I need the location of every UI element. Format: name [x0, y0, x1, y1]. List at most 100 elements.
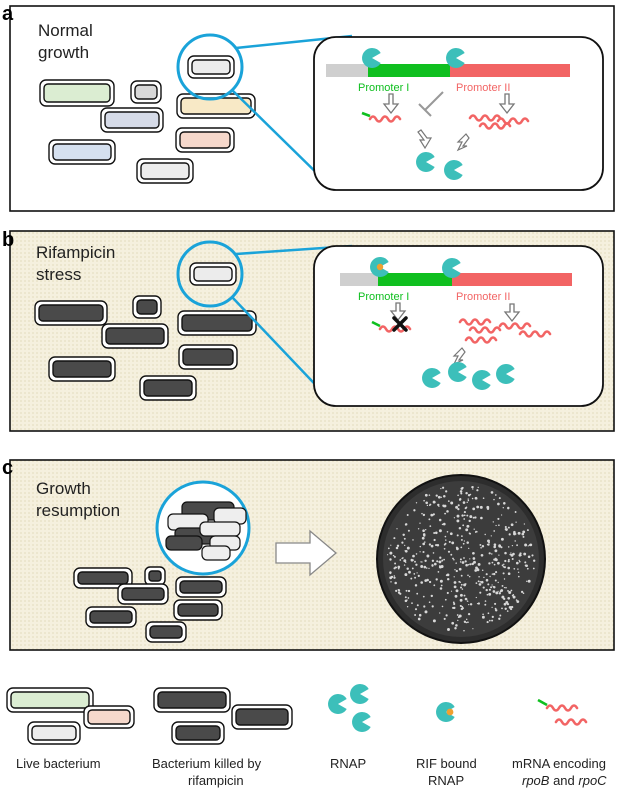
colony [454, 594, 458, 598]
colony [416, 592, 419, 595]
colony [450, 590, 453, 592]
colony [491, 561, 494, 564]
colony [462, 501, 466, 504]
colony [455, 589, 459, 593]
colony [484, 533, 486, 536]
colony [430, 594, 433, 598]
panel-b-killed-bacteria [34, 262, 257, 401]
colony [506, 610, 509, 612]
legend-killed-label-line2: rifampicin [188, 773, 244, 788]
colony [432, 552, 435, 554]
colony [415, 553, 418, 555]
colony [507, 590, 509, 592]
colony [449, 532, 453, 536]
colony [498, 524, 500, 527]
panel-c-zoom-bacteria [165, 501, 247, 561]
colony [522, 535, 525, 538]
colony [438, 529, 442, 533]
colony [514, 540, 516, 542]
legend-rif-bound-rnap-icon [436, 701, 455, 722]
colony [460, 487, 464, 490]
colony [443, 547, 446, 550]
colony [468, 603, 470, 606]
panel-a: a Normal growth Promoter I Promoter II [2, 3, 615, 212]
colony [500, 514, 503, 516]
colony [458, 580, 461, 583]
colony [533, 559, 536, 562]
colony [502, 507, 504, 509]
colony [402, 557, 404, 559]
colony [423, 605, 426, 608]
panel-a-letter: a [2, 3, 14, 25]
colony [422, 550, 425, 554]
colony [460, 538, 463, 541]
panel-a-bacteria [39, 55, 256, 184]
colony [464, 560, 467, 563]
colony [456, 534, 459, 537]
colony [453, 602, 456, 606]
colony [510, 608, 513, 611]
colony [453, 559, 455, 561]
colony [453, 585, 457, 589]
colony [451, 541, 455, 545]
colony [476, 602, 479, 605]
colony [466, 600, 469, 602]
colony [500, 537, 504, 541]
legend-killed-bacterium-icon [153, 687, 293, 745]
colony [446, 510, 449, 513]
colony [412, 554, 415, 558]
colony [480, 580, 484, 584]
panel-b: b Rifampicin stress Promoter I Promoter … [2, 229, 615, 432]
legend-live-bacterium-icon [6, 687, 135, 745]
colony [407, 589, 411, 593]
colony [437, 571, 440, 573]
colony [469, 532, 472, 535]
panel-c-letter: c [2, 457, 13, 479]
colony [416, 604, 419, 607]
colony [467, 563, 470, 566]
colony [510, 552, 512, 554]
colony [493, 498, 495, 501]
colony [401, 541, 404, 544]
colony [460, 583, 463, 586]
colony [453, 606, 456, 610]
colony [531, 554, 534, 557]
colony [432, 500, 436, 504]
colony [463, 594, 466, 597]
colony [440, 565, 444, 568]
legend-mrna-label-line2: rpoB and rpoC [522, 773, 607, 788]
petri-dish [376, 474, 546, 644]
panel-b-promoter2: Promoter II [456, 291, 510, 303]
colony [465, 618, 468, 621]
colony [457, 619, 459, 622]
colony [469, 515, 473, 519]
colony [467, 498, 469, 500]
colony [423, 565, 427, 569]
colony [424, 541, 426, 543]
colony [474, 569, 478, 572]
colony [387, 547, 390, 550]
colony [494, 602, 497, 605]
colony [495, 524, 497, 527]
colony [424, 559, 427, 562]
colony [396, 544, 400, 547]
colony [487, 539, 490, 543]
colony [465, 528, 469, 532]
colony [488, 541, 490, 544]
colony [439, 556, 442, 559]
colony [472, 507, 476, 511]
colony [444, 535, 447, 538]
colony [438, 518, 442, 522]
colony [421, 536, 425, 540]
colony [523, 523, 526, 525]
panel-a-title-line1: Normal [38, 21, 93, 40]
colony [446, 591, 449, 595]
colony [510, 589, 513, 592]
colony [479, 543, 482, 546]
colony [517, 568, 519, 570]
colony [467, 499, 470, 502]
colony [511, 544, 514, 547]
colony [481, 615, 485, 619]
panel-a-title-line2: growth [38, 43, 89, 62]
colony [439, 587, 443, 590]
